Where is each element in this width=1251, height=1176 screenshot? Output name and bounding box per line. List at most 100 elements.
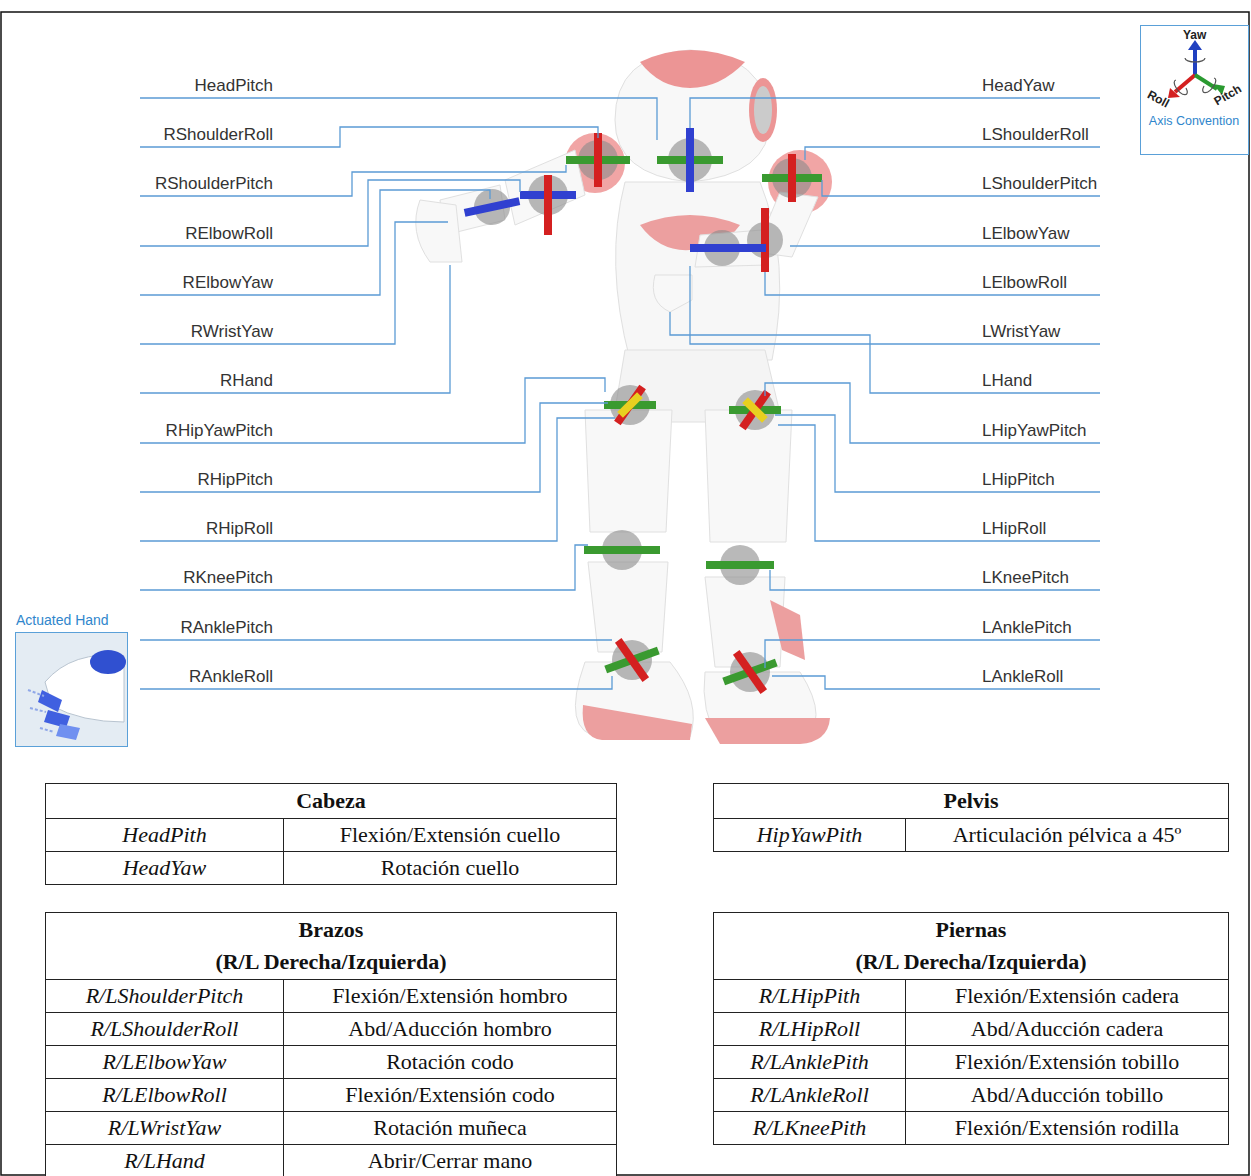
axis-name: Roll xyxy=(1145,87,1172,110)
joint-name-cell: HipYawPith xyxy=(714,819,906,852)
joint-description: Flexión/Extensión cuello xyxy=(340,820,561,850)
joint-description-cell: Rotación codo xyxy=(284,1046,617,1079)
table-body: Brazos(R/L Derecha/Izquierda)R/LShoulder… xyxy=(46,913,617,1176)
joint-description-cell: Flexión/Extensión cuello xyxy=(284,819,617,852)
inset-heading: Actuated Hand xyxy=(16,612,109,628)
table-row: R/LElbowRoll Flexión/Extensión codo xyxy=(46,1079,617,1112)
joint-description-cell: Rotación cuello xyxy=(284,852,617,885)
joint-description: Abrir/Cerrar mano xyxy=(368,1146,532,1176)
axis-convention-icon xyxy=(1168,40,1225,98)
table-row: R/LHand Abrir/Cerrar mano xyxy=(46,1145,617,1176)
joint-code: R/LKneePith xyxy=(753,1113,867,1143)
joint-code: HipYawPith xyxy=(757,820,863,850)
joint-code: R/LHipPith xyxy=(759,981,860,1011)
joint-description-cell: Abd/Aducción tobillo xyxy=(906,1079,1229,1112)
frame xyxy=(1,12,1249,1175)
joint-description-cell: Rotación muñeca xyxy=(284,1112,617,1145)
joint-label: LShoulderPitch xyxy=(982,173,1097,195)
hand-inset-box: Actuated Hand xyxy=(15,632,128,747)
joint-label: LHipRoll xyxy=(982,518,1046,540)
table-row: R/LHipPith Flexión/Extensión cadera xyxy=(714,980,1229,1013)
table-heading: Piernas xyxy=(720,914,1222,946)
joint-label: RAnkleRoll xyxy=(189,666,273,688)
joint-label: RHipPitch xyxy=(197,469,273,491)
table-row: R/LShoulderRollAbd/Aducción hombro xyxy=(46,1013,617,1046)
joint-name-cell: R/LShoulderRoll xyxy=(46,1013,284,1046)
joint-description-cell: Flexión/Extensión cadera xyxy=(906,980,1229,1013)
joint-name-cell: R/LHipPith xyxy=(714,980,906,1013)
table-header-cell: Brazos(R/L Derecha/Izquierda) xyxy=(46,913,617,980)
table-row: HeadPith Flexión/Extensión cuello xyxy=(46,819,617,852)
joint-code: R/LElbowYaw xyxy=(103,1047,227,1077)
joint-name-cell: R/LHand xyxy=(46,1145,284,1176)
joint-name-cell: R/LElbowRoll xyxy=(46,1079,284,1112)
joint-code: HeadYaw xyxy=(123,853,207,883)
joint-table: CabezaHeadPithFlexión/Extensión cuelloHe… xyxy=(45,783,616,885)
axis-name: Pitch xyxy=(1211,82,1243,109)
axis-convention-box: YawRollPitchAxis Convention xyxy=(1140,25,1249,155)
joint-label: LElbowYaw xyxy=(982,223,1070,245)
axis-caption: Axis Convention xyxy=(1141,114,1247,128)
joint-description: Abd/Aducción tobillo xyxy=(971,1080,1163,1110)
table-header-row: Pelvis xyxy=(714,784,1229,819)
joint-label: LElbowRoll xyxy=(982,272,1067,294)
joint-description-cell: Abd/Aducción cadera xyxy=(906,1013,1229,1046)
joint-description: Flexión/Extensión rodilla xyxy=(955,1113,1179,1143)
joint-label: RWristYaw xyxy=(191,321,273,343)
table-heading: (R/L Derecha/Izquierda) xyxy=(720,946,1222,978)
joint-code: R/LAnklePith xyxy=(750,1047,869,1077)
joint-description-cell: Flexión/Extensión codo xyxy=(284,1079,617,1112)
table-row: HipYawPithArticulación pélvica a 45º xyxy=(714,819,1229,852)
joint-code: R/LHipRoll xyxy=(759,1014,860,1044)
joint-description: Abd/Aducción cadera xyxy=(971,1014,1163,1044)
joint-description: Flexión/Extensión codo xyxy=(345,1080,555,1110)
joint-description: Rotación muñeca xyxy=(373,1113,526,1143)
table-heading: Brazos xyxy=(52,914,610,946)
joint-markers xyxy=(461,128,822,694)
joint-label: LKneePitch xyxy=(982,567,1069,589)
joint-label: RKneePitch xyxy=(183,567,273,589)
joint-label: RShoulderRoll xyxy=(163,124,273,146)
joint-code: R/LShoulderPitch xyxy=(86,981,244,1011)
joint-description: Rotación codo xyxy=(386,1047,514,1077)
table-row: R/LWristYaw Rotación muñeca xyxy=(46,1112,617,1145)
table-body: Piernas(R/L Derecha/Izquierda)R/LHipPith… xyxy=(714,913,1229,1145)
joint-name-cell: R/LHipRoll xyxy=(714,1013,906,1046)
table-grid: CabezaHeadPithFlexión/Extensión cuelloHe… xyxy=(45,783,617,885)
table-header-cell: Piernas(R/L Derecha/Izquierda) xyxy=(714,913,1229,980)
joint-label: LHipPitch xyxy=(982,469,1055,491)
table-row: R/LElbowYaw Rotación codo xyxy=(46,1046,617,1079)
joint-description: Rotación cuello xyxy=(381,853,520,883)
joint-label: HeadYaw xyxy=(982,75,1054,97)
joint-table: Brazos(R/L Derecha/Izquierda)R/LShoulder… xyxy=(45,912,616,1176)
joint-table: Piernas(R/L Derecha/Izquierda)R/LHipPith… xyxy=(713,912,1228,1145)
joint-description-cell: Flexión/Extensión tobillo xyxy=(906,1046,1229,1079)
joint-name-cell: R/LWristYaw xyxy=(46,1112,284,1145)
table-row: R/LShoulderPitch Flexión/Extensión hombro xyxy=(46,980,617,1013)
joint-label: LHand xyxy=(982,370,1032,392)
joint-description-cell: Flexión/Extensión hombro xyxy=(284,980,617,1013)
joint-description: Flexión/Extensión tobillo xyxy=(955,1047,1179,1077)
joint-label: RHipRoll xyxy=(206,518,273,540)
joint-label: HeadPitch xyxy=(195,75,273,97)
joint-label: RAnklePitch xyxy=(180,617,273,639)
table-grid: Brazos(R/L Derecha/Izquierda)R/LShoulder… xyxy=(45,912,617,1176)
joint-label: LAnklePitch xyxy=(982,617,1072,639)
joint-name-cell: R/LAnkleRoll xyxy=(714,1079,906,1112)
table-header-cell: Pelvis xyxy=(714,784,1229,819)
joint-code: R/LWristYaw xyxy=(108,1113,221,1143)
joint-label: RElbowYaw xyxy=(183,272,273,294)
joint-code: R/LAnkleRoll xyxy=(750,1080,869,1110)
table-grid: PelvisHipYawPithArticulación pélvica a 4… xyxy=(713,783,1229,852)
table-row: HeadYaw Rotación cuello xyxy=(46,852,617,885)
joint-label: LShoulderRoll xyxy=(982,124,1089,146)
joint-name-cell: HeadPith xyxy=(46,819,284,852)
joint-label: RHand xyxy=(220,370,273,392)
table-body: CabezaHeadPithFlexión/Extensión cuelloHe… xyxy=(46,784,617,885)
joint-label: LHipYawPitch xyxy=(982,420,1087,442)
joint-name-cell: R/LElbowYaw xyxy=(46,1046,284,1079)
joint-name-cell: R/LShoulderPitch xyxy=(46,980,284,1013)
joint-code: R/LHand xyxy=(124,1146,205,1176)
actuated-hand-icon xyxy=(15,632,128,747)
